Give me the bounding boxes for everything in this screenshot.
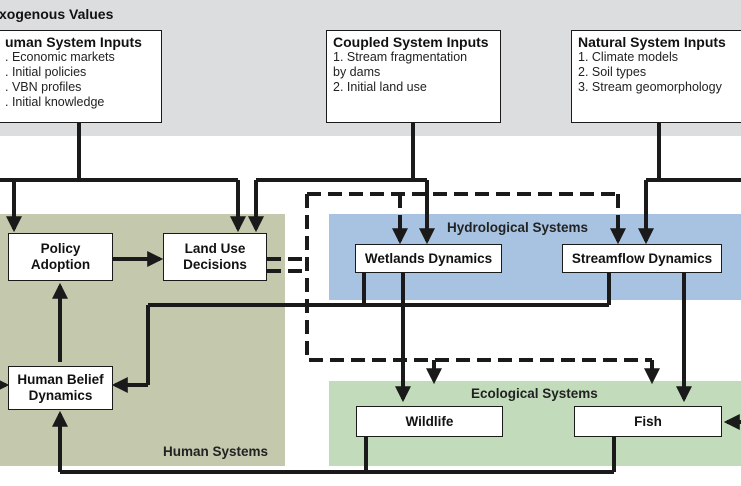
natural-input-item: 1. Climate models (578, 50, 679, 64)
coupled-input-item: 1. Stream fragmentation (333, 50, 468, 64)
human-input-item: . Economic markets (5, 50, 115, 64)
human-inputs-title: uman System Inputs (5, 34, 142, 50)
human-belief-dynamics-node: Human Belief Dynamics (8, 366, 113, 410)
land-use-decisions-node: Land Use Decisions (163, 233, 267, 281)
human-systems-label: Human Systems (163, 444, 269, 459)
natural-input-item: 2. Soil types (578, 65, 647, 79)
edge-landuse-dashed-loop (305, 192, 652, 362)
edge-human-inputs-bus (0, 123, 238, 182)
edge-eco-to-belief (60, 437, 616, 474)
edge-hydro-to-belief (146, 272, 611, 385)
human-system-inputs-box: uman System Inputs . Economic markets . … (0, 30, 162, 123)
natural-inputs-title: Natural System Inputs (578, 34, 726, 50)
wildlife-node: Wildlife (356, 406, 503, 437)
coupled-inputs-title: Coupled System Inputs (333, 34, 489, 50)
streamflow-dynamics-node: Streamflow Dynamics (562, 244, 722, 273)
edge-coupled-bus (256, 123, 427, 182)
natural-system-inputs-box: Natural System Inputs 1. Climate models … (571, 30, 741, 123)
human-input-item: . Initial knowledge (5, 95, 105, 109)
coupled-system-inputs-box: Coupled System Inputs 1. Stream fragment… (326, 30, 501, 123)
exogenous-title: xogenous Values (0, 6, 114, 22)
natural-input-item: 3. Stream geomorphology (578, 80, 722, 94)
policy-adoption-node: Policy Adoption (8, 233, 113, 281)
wetlands-dynamics-node: Wetlands Dynamics (355, 244, 502, 273)
human-input-item: . Initial policies (5, 65, 87, 79)
coupled-input-item: 2. Initial land use (333, 80, 427, 94)
coupled-input-item: by dams (333, 65, 381, 79)
ecological-systems-label: Ecological Systems (471, 386, 598, 401)
human-input-item: . VBN profiles (5, 80, 82, 94)
edge-natural-bus (646, 123, 741, 182)
hydrological-systems-label: Hydrological Systems (447, 220, 589, 235)
fish-node: Fish (574, 406, 722, 437)
